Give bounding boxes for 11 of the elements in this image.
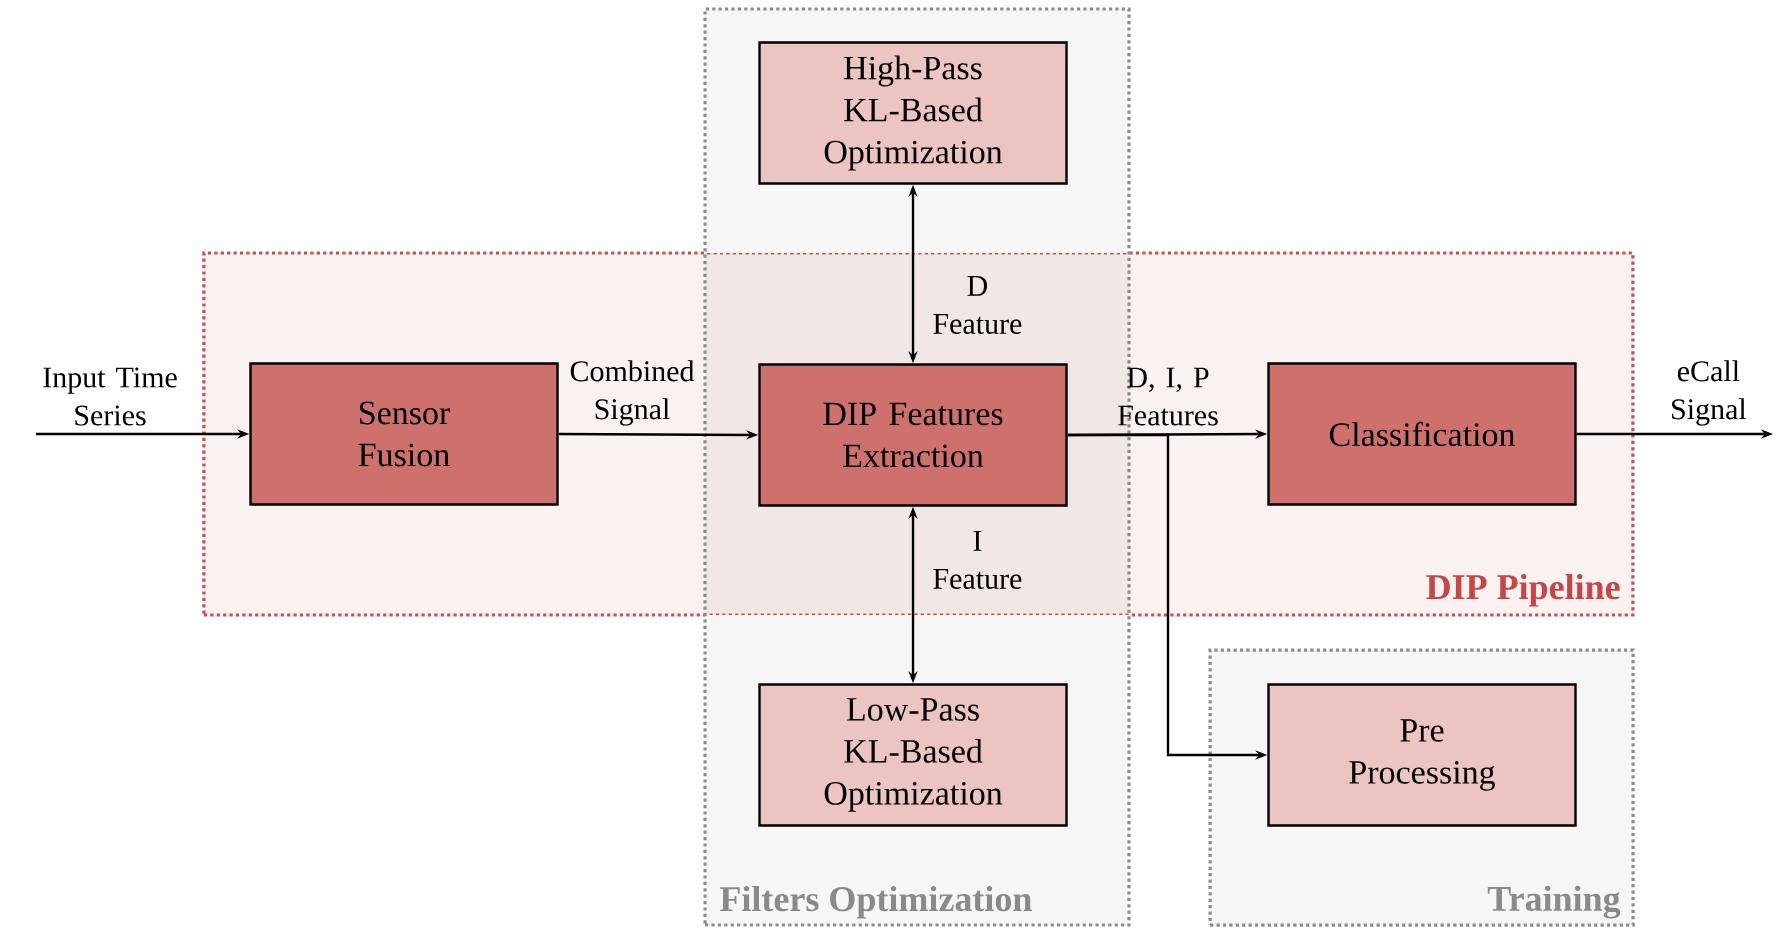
process-box: High-Pass KL-Based Optimization <box>758 41 1068 185</box>
process-box: Classification <box>1267 362 1577 506</box>
edge-label: Combined Signal <box>570 360 695 426</box>
process-box: Sensor Fusion <box>249 362 559 506</box>
process-box: Pre Processing <box>1267 683 1577 827</box>
process-box: Low-Pass KL-Based Optimization <box>758 683 1068 827</box>
process-box: DIP Features Extraction <box>758 363 1068 507</box>
edge-label: Input Time Series <box>43 367 177 426</box>
edge-label: eCall Signal <box>1672 360 1747 426</box>
edge-label: D Feature <box>933 276 1022 334</box>
edge-label: I Feature <box>933 531 1022 589</box>
